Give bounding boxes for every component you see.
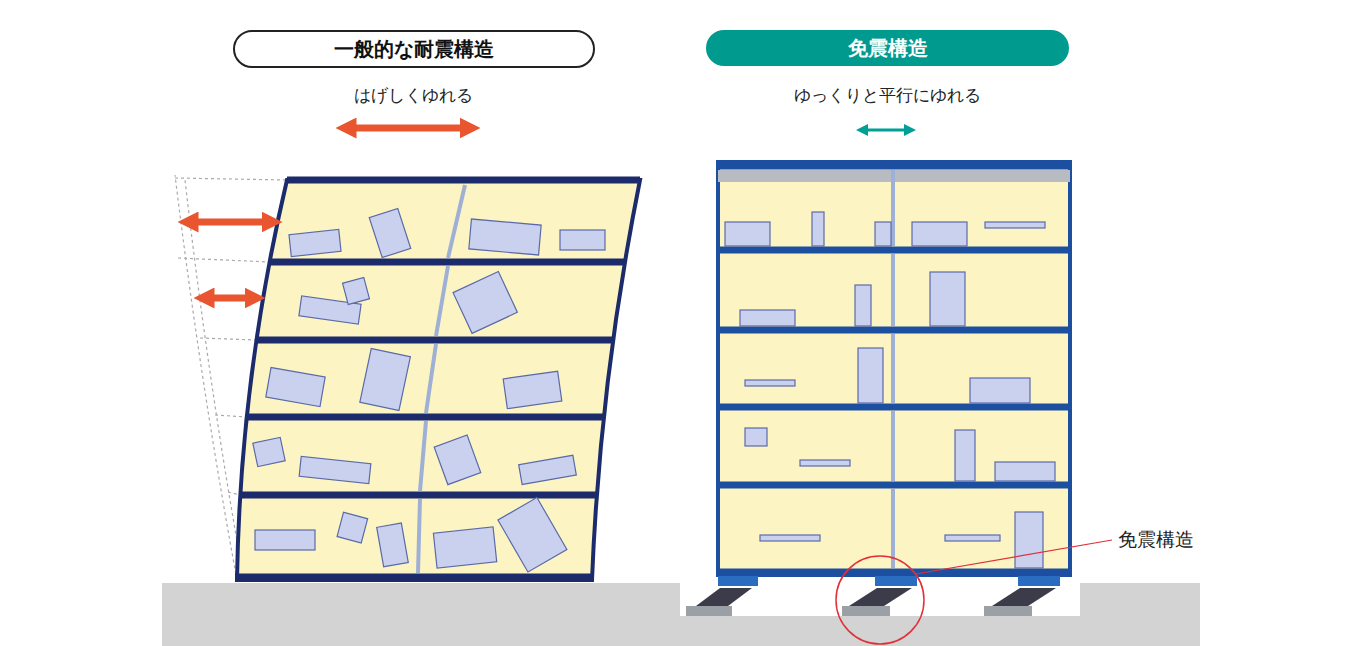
ground <box>162 583 1200 646</box>
sway-arrow <box>862 129 910 132</box>
subtitle: ゆっくりと平行にゆれる <box>794 84 981 107</box>
callout-label: 免震構造 <box>1118 527 1194 553</box>
isolated-building <box>686 162 1072 616</box>
pit <box>680 583 1080 616</box>
shake-arrow <box>204 295 255 302</box>
shake-arrow <box>346 125 470 132</box>
title-pill: 一般的な耐震構造 <box>233 30 595 68</box>
callout-circle <box>836 556 924 644</box>
subtitle: はげしくゆれる <box>354 84 473 107</box>
title-text: 免震構造 <box>848 35 928 62</box>
title-text: 一般的な耐震構造 <box>334 36 494 63</box>
shake-arrow <box>188 219 272 226</box>
title-pill: 免震構造 <box>706 30 1069 66</box>
leader-line <box>916 540 1112 574</box>
seismic-building <box>235 180 640 580</box>
